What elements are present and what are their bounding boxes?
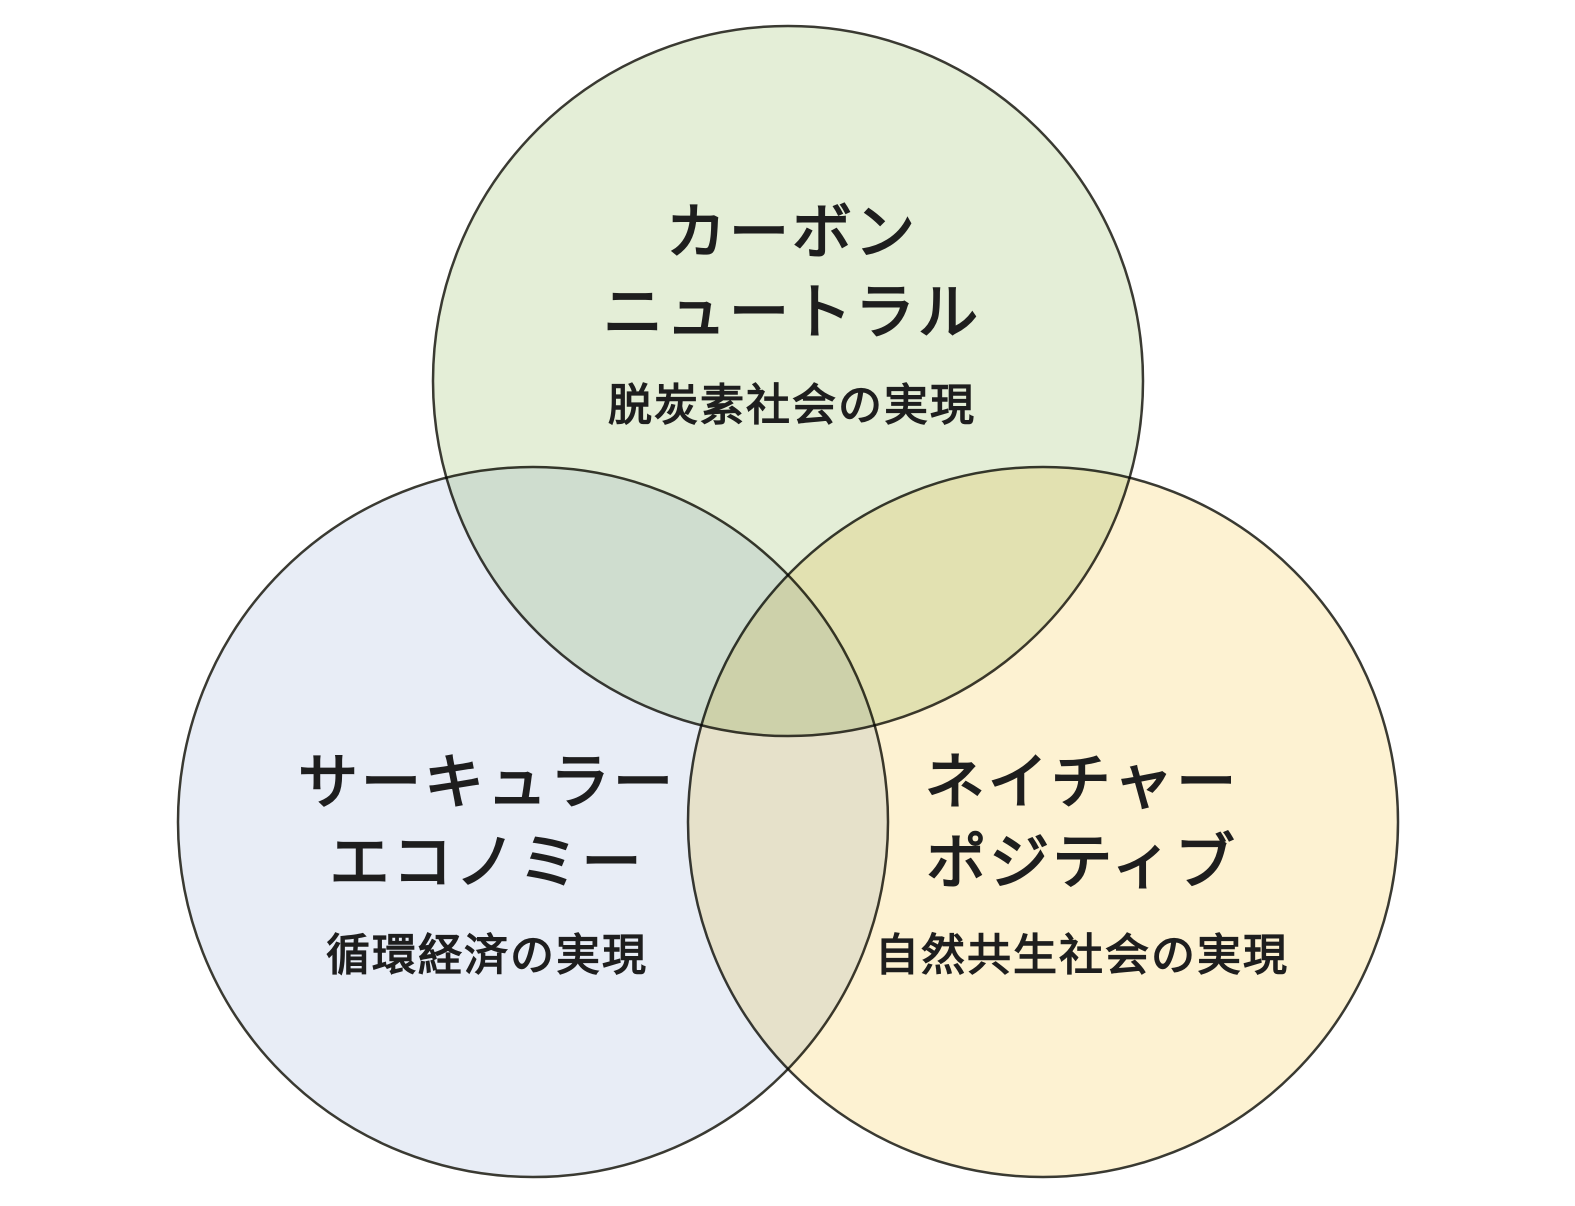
circular-economy-subtitle: 循環経済の実現: [326, 930, 648, 980]
label-carbon-neutral: カーボン ニュートラル 脱炭素社会の実現: [603, 193, 981, 435]
carbon-neutral-title: カーボン ニュートラル: [603, 199, 981, 347]
nature-positive-subtitle: 自然共生社会の実現: [875, 930, 1289, 980]
label-nature-positive: ネイチャー ポジティブ 自然共生社会の実現: [875, 743, 1289, 985]
label-circular-economy: サーキュラー エコノミー 循環経済の実現: [298, 743, 676, 985]
carbon-neutral-subtitle: 脱炭素社会の実現: [608, 380, 976, 430]
nature-positive-title: ネイチャー ポジティブ: [924, 749, 1240, 897]
circular-economy-title: サーキュラー エコノミー: [298, 749, 676, 897]
circle-nature-positive: [686, 465, 1400, 1179]
